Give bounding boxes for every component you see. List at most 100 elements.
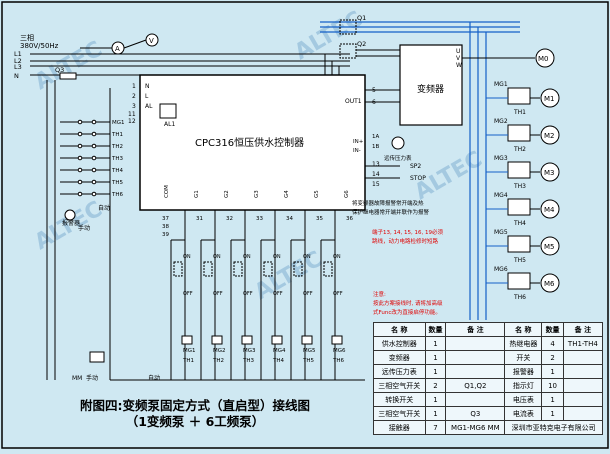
in-pin-1b: 1B	[372, 144, 379, 150]
inverter	[399, 44, 463, 126]
caption-line1: 附图四:变频泵固定方式（直启型）接线图	[80, 398, 310, 413]
note-4: 跳线，动力电路检修时短路	[372, 237, 439, 245]
relay-al1	[159, 103, 177, 119]
column-on-label: ON	[183, 254, 191, 260]
sp-term-13: 13	[372, 161, 380, 168]
thermal-contact	[77, 155, 83, 161]
note-5: 注意:	[373, 290, 386, 298]
mm-label: MM	[72, 375, 82, 382]
mg-contactor	[507, 272, 531, 290]
column-th-label: TH4	[272, 358, 284, 364]
mg-contactor	[507, 235, 531, 253]
mg-contactor	[507, 124, 531, 142]
column-contactor	[211, 335, 223, 345]
header-note2: 备 注	[562, 322, 604, 337]
alarm-label: 报警器	[62, 219, 80, 227]
manual-label: 手动	[78, 224, 90, 232]
auto-label: 自动	[98, 204, 110, 212]
column-on-label: ON	[213, 254, 221, 260]
header-name2: 名 称	[504, 322, 543, 337]
thermal-contact	[77, 143, 83, 149]
thermal-label: MG1	[112, 120, 125, 126]
ctrl-bottom-g1: G1	[194, 190, 200, 198]
column-off-label: OFF	[303, 291, 313, 297]
column-contactor	[181, 335, 193, 345]
in-minus-label: IN-	[353, 148, 361, 154]
caption-line2: （1变频泵 ＋ 6工频泵）	[125, 414, 265, 429]
breaker-q3-label: Q3	[55, 66, 64, 74]
column-mg-label: MG3	[243, 348, 256, 354]
note-1: 将变频器故障报警常开端及热	[352, 199, 424, 207]
column-th-label: TH3	[242, 358, 254, 364]
motor-label: M6	[544, 280, 555, 288]
manual-label-bottom: 手动	[86, 374, 98, 382]
inverter-terminal-w: W	[456, 62, 462, 69]
ctrl-term-1: 1	[132, 83, 136, 90]
motor-m0-label: M0	[538, 55, 549, 63]
line-n: N	[14, 72, 19, 80]
controller-box	[139, 74, 366, 211]
th-label: TH6	[513, 294, 526, 301]
column-contactor	[331, 335, 343, 345]
thermal-contact	[77, 167, 83, 173]
sp-label-stop: STOP	[410, 175, 426, 182]
thermal-contact	[91, 143, 97, 149]
motor-icon	[540, 88, 560, 108]
column-switch	[203, 261, 213, 277]
mm-contactor	[89, 351, 105, 363]
motor-label: M5	[544, 243, 555, 251]
three-phase-bus	[320, 21, 520, 320]
thermal-contact	[91, 155, 97, 161]
ctrl-term-3: 3	[132, 103, 136, 110]
column-off-label: OFF	[333, 291, 343, 297]
breaker-q2-label: Q2	[357, 40, 366, 48]
breaker-q2	[339, 43, 357, 59]
ctrl-bottom-g5: G5	[314, 190, 320, 198]
ctrl-term-12: 12	[128, 118, 136, 125]
th-label: TH2	[513, 146, 526, 153]
ctrl-bottom-g6: G6	[344, 190, 350, 198]
motor-icon	[540, 199, 560, 219]
inverter-label: 变频器	[417, 83, 444, 95]
mg-contactor	[507, 161, 531, 179]
header-qty: 数量	[424, 322, 447, 337]
ctrl-bottom-g2: G2	[224, 190, 230, 198]
header-name: 名 称	[373, 322, 426, 337]
mg-label: MG6	[494, 266, 508, 273]
right-groups: M1MG1TH1M2MG2TH2M3MG3TH3M4MG4TH4M5MG5TH5…	[486, 81, 560, 301]
line-l1: L1	[14, 50, 22, 58]
thermal-contact	[91, 119, 97, 125]
column-contactor	[271, 335, 283, 345]
thermal-contact	[91, 179, 97, 185]
ctrl-bottom-g3: G3	[254, 190, 260, 198]
column-mg-label: MG6	[333, 348, 346, 354]
ctrl-term-11: 11	[128, 111, 136, 118]
svg-text:ALTEC: ALTEC	[291, 7, 367, 65]
supply-voltage: 380V/50Hz	[20, 42, 59, 50]
column-off-label: OFF	[243, 291, 253, 297]
ctrl-term-38: 38	[162, 224, 169, 230]
mg-contactor	[507, 87, 531, 105]
ammeter-label: A	[115, 45, 120, 53]
bottom-columns: ONOFFMG1TH1ONOFFMG2TH2ONOFFMG3TH3ONOFFMG…	[110, 210, 365, 381]
column-th-label: TH1	[182, 358, 194, 364]
ctrl-term-2: 2	[132, 93, 136, 100]
pressure-gauge-icon	[391, 136, 405, 150]
in-plus-label: IN+	[353, 139, 364, 145]
inverter-terminal-v: V	[456, 55, 461, 62]
ctrl-pin-n: N	[145, 83, 150, 90]
column-on-label: ON	[243, 254, 251, 260]
thermal-label: TH5	[111, 180, 123, 186]
motor-label: M3	[544, 169, 555, 177]
column-contactor	[241, 335, 253, 345]
thermal-contact	[91, 167, 97, 173]
relay-al1-label: AL1	[164, 121, 175, 128]
motor-label: M4	[544, 206, 555, 214]
